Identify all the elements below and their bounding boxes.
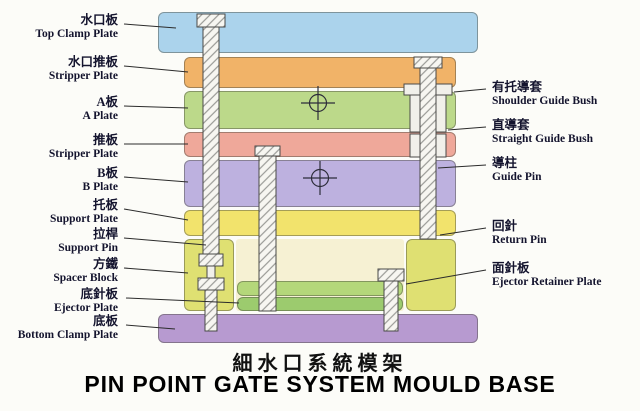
label-support-pin: 拉桿 Support Pin xyxy=(58,227,118,255)
plate-ejector-retainer xyxy=(237,281,403,296)
label-cn: 底針板 xyxy=(80,287,118,301)
label-cn: 水口推板 xyxy=(67,55,118,69)
diagram-title-chinese: 細水口系統模架 xyxy=(232,353,408,375)
label-cn: 水口板 xyxy=(80,13,118,27)
label-en: Return Pin xyxy=(492,234,547,246)
label-en: A Plate xyxy=(82,110,118,122)
label-spacer-block: 方鐵 Spacer Block xyxy=(53,257,118,285)
label-en: Support Plate xyxy=(49,213,118,225)
label-cn: 拉桿 xyxy=(92,227,118,241)
label-shoulder-guide-bush: 有托導套 Shoulder Guide Bush xyxy=(492,80,597,108)
label-top-clamp-plate: 水口板 Top Clamp Plate xyxy=(35,13,118,41)
label-cn: B板 xyxy=(97,166,118,180)
label-en: Bottom Clamp Plate xyxy=(17,329,118,341)
label-straight-guide-bush: 直導套 Straight Guide Bush xyxy=(492,118,593,146)
plate-b xyxy=(184,160,456,207)
label-support-plate: 托板 Support Plate xyxy=(50,198,118,226)
label-en: Support Pin xyxy=(58,242,118,254)
plate-top-clamp xyxy=(158,12,478,53)
plate-ejector xyxy=(237,297,403,311)
label-bottom-clamp-plate: 底板 Bottom Clamp Plate xyxy=(18,314,118,342)
label-en: Spacer Block xyxy=(53,272,118,284)
label-cn: 直導套 xyxy=(492,118,530,132)
label-cn: 托板 xyxy=(92,198,118,212)
label-en: Shoulder Guide Bush xyxy=(492,95,598,107)
label-stripper-plate: 推板 Stripper Plate xyxy=(49,133,118,161)
spacer-block-left xyxy=(184,239,234,311)
label-en: Top Clamp Plate xyxy=(35,28,118,40)
label-en: Ejector Plate xyxy=(54,302,118,314)
plate-stripper xyxy=(184,132,456,157)
label-cn: 導柱 xyxy=(492,156,518,170)
plate-bottom-clamp xyxy=(158,314,478,343)
label-cn: 底板 xyxy=(92,314,118,328)
label-b-plate: B板 B Plate xyxy=(83,166,118,194)
plate-a xyxy=(184,91,456,129)
label-en: Straight Guide Bush xyxy=(492,133,593,145)
plate-support xyxy=(184,210,456,236)
label-en: Stripper Plate xyxy=(48,70,118,82)
diagram-title-english: PIN POINT GATE SYSTEM MOULD BASE xyxy=(84,371,556,397)
label-cn: 推板 xyxy=(92,133,118,147)
label-return-pin: 回針 Return Pin xyxy=(492,219,547,247)
label-stripper-plate-upper: 水口推板 Stripper Plate xyxy=(49,55,118,83)
label-ejector-retainer-plate: 面針板 Ejector Retainer Plate xyxy=(492,261,601,289)
label-cn: A板 xyxy=(96,95,118,109)
label-en: Ejector Retainer Plate xyxy=(492,276,602,288)
label-cn: 有托導套 xyxy=(492,80,543,94)
label-en: Guide Pin xyxy=(492,171,542,183)
label-guide-pin: 導柱 Guide Pin xyxy=(492,156,542,184)
label-ejector-plate: 底針板 Ejector Plate xyxy=(54,287,118,315)
label-cn: 面針板 xyxy=(492,261,530,275)
label-en: Stripper Plate xyxy=(48,148,118,160)
spacer-block-right xyxy=(406,239,456,311)
label-a-plate: A板 A Plate xyxy=(83,95,118,123)
plate-stripper-upper xyxy=(184,57,456,88)
label-en: B Plate xyxy=(82,181,118,193)
label-cn: 回針 xyxy=(492,219,518,233)
label-cn: 方鐵 xyxy=(92,257,118,271)
